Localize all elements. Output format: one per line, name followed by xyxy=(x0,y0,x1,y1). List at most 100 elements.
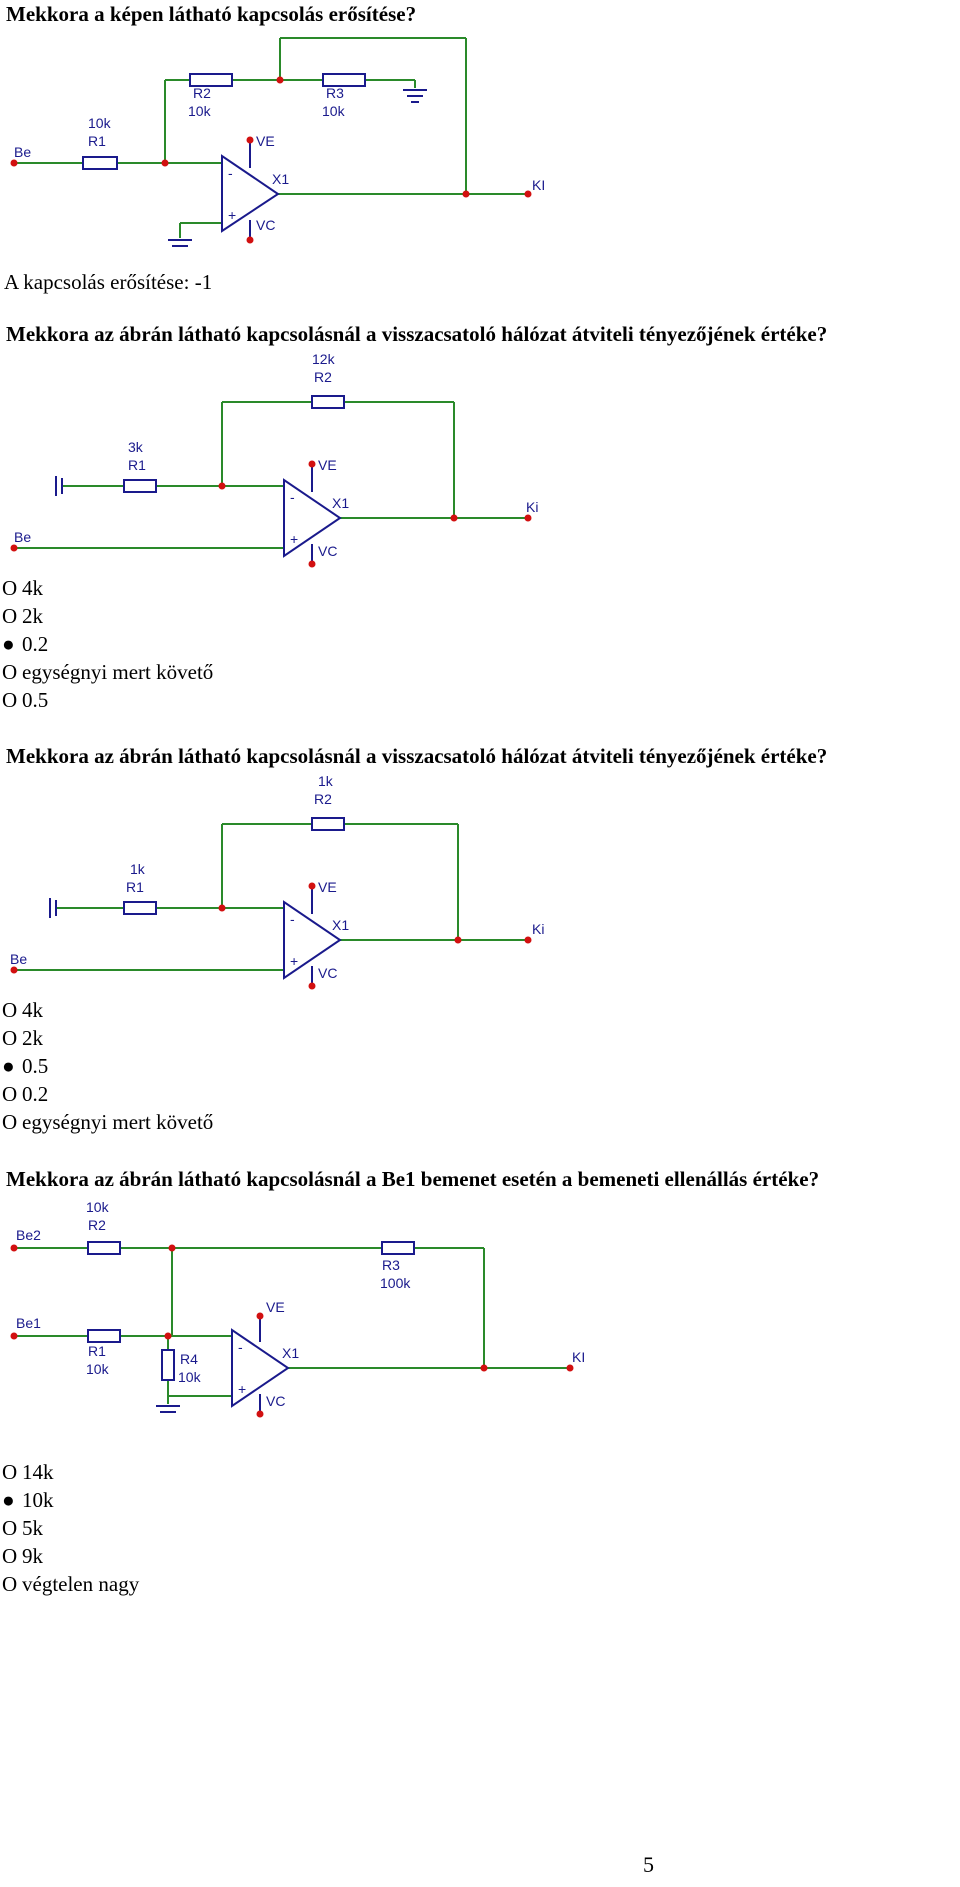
label-minus: - xyxy=(290,489,295,505)
label-input: Be xyxy=(10,951,27,967)
label-r1-value: 1k xyxy=(130,861,146,877)
radio-mark: ● xyxy=(2,1488,15,1512)
label-input: Be xyxy=(14,144,31,160)
option-label: 4k xyxy=(22,576,43,600)
label-r2-value: 10k xyxy=(86,1199,110,1215)
radio-mark: O xyxy=(2,604,18,628)
label-plus: + xyxy=(290,531,298,547)
radio-mark: O xyxy=(2,1082,18,1106)
label-minus: - xyxy=(238,1339,243,1355)
radio-mark: ● xyxy=(2,1054,15,1078)
option-label: 4k xyxy=(22,998,43,1022)
label-ve: VE xyxy=(318,457,337,473)
label-plus: + xyxy=(238,1381,246,1397)
radio-mark: O xyxy=(2,998,18,1022)
option-label: 9k xyxy=(22,1544,43,1568)
label-opamp: X1 xyxy=(272,171,289,187)
radio-mark: O xyxy=(2,688,18,712)
option-q3-3[interactable]: ● 0.5 xyxy=(2,1052,48,1080)
label-r2-name: R2 xyxy=(314,791,332,807)
label-r1-value: 10k xyxy=(88,115,112,131)
label-r1-name: R1 xyxy=(88,1343,106,1359)
option-q4-2[interactable]: ● 10k xyxy=(2,1486,54,1514)
radio-mark: O xyxy=(2,1516,18,1540)
label-r2-value: 1k xyxy=(318,774,334,789)
label-r2-name: R2 xyxy=(314,369,332,385)
option-q2-3[interactable]: ● 0.2 xyxy=(2,630,48,658)
radio-mark: ● xyxy=(2,632,15,656)
label-r2-name: R2 xyxy=(193,85,211,101)
radio-mark: O xyxy=(2,1110,18,1134)
option-label: egységnyi mert követő xyxy=(22,1110,214,1134)
label-minus: - xyxy=(290,911,295,927)
radio-mark: O xyxy=(2,1572,18,1596)
question-1: Mekkora a képen látható kapcsolás erősít… xyxy=(6,2,417,26)
label-r1-name: R1 xyxy=(128,457,146,473)
radio-mark: O xyxy=(2,1544,18,1568)
option-label: 0.5 xyxy=(22,688,49,712)
option-label: 2k xyxy=(22,1026,43,1050)
option-label: 5k xyxy=(22,1516,43,1540)
question-4: Mekkora az ábrán látható kapcsolásnál a … xyxy=(6,1167,820,1191)
label-input: Be xyxy=(14,529,31,545)
label-vc: VC xyxy=(318,543,337,559)
option-label: 0.2 xyxy=(22,632,49,656)
page-number: 5 xyxy=(643,1852,654,1877)
label-r2-value: 10k xyxy=(188,103,212,119)
option-label: 0.2 xyxy=(22,1082,49,1106)
label-plus: + xyxy=(228,207,236,223)
label-r3-value: 10k xyxy=(322,103,346,119)
option-label: 0.5 xyxy=(22,1054,49,1078)
label-r4-value: 10k xyxy=(178,1369,202,1385)
label-output: KI xyxy=(532,177,545,193)
label-opamp: X1 xyxy=(332,495,349,511)
circuit-diagram-4: Be2 10k R2 R3 100k Be1 R1 10k R4 10k VE … xyxy=(10,1199,585,1418)
label-r2-value: 12k xyxy=(312,352,336,367)
label-r3-value: 100k xyxy=(380,1275,411,1291)
circuit-diagram-3: 1k R2 1k R1 VE X1 VC - + Ki Be xyxy=(10,774,544,990)
question-3: Mekkora az ábrán látható kapcsolásnál a … xyxy=(6,744,828,768)
label-output: Ki xyxy=(526,499,538,515)
label-ve: VE xyxy=(266,1299,285,1315)
radio-mark: O xyxy=(2,660,18,684)
label-r3-name: R3 xyxy=(382,1257,400,1273)
label-ve: VE xyxy=(256,133,275,149)
answer-1: A kapcsolás erősítése: -1 xyxy=(4,270,213,294)
label-r1-name: R1 xyxy=(126,879,144,895)
label-input-1: Be1 xyxy=(16,1315,41,1331)
label-r1-name: R1 xyxy=(88,133,106,149)
label-vc: VC xyxy=(256,217,275,233)
label-opamp: X1 xyxy=(332,917,349,933)
option-label: 10k xyxy=(22,1488,54,1512)
label-r2-name: R2 xyxy=(88,1217,106,1233)
radio-mark: O xyxy=(2,1026,18,1050)
option-label: végtelen nagy xyxy=(22,1572,140,1596)
label-r3-name: R3 xyxy=(326,85,344,101)
label-output: KI xyxy=(572,1349,585,1365)
label-vc: VC xyxy=(266,1393,285,1409)
option-label: egységnyi mert követő xyxy=(22,660,214,684)
radio-mark: O xyxy=(2,576,18,600)
option-label: 2k xyxy=(22,604,43,628)
label-r4-name: R4 xyxy=(180,1351,198,1367)
label-r1-value: 3k xyxy=(128,439,144,455)
label-ve: VE xyxy=(318,879,337,895)
circuit-diagram-1: Be 10k R1 R2 10k R3 10k VE X1 VC - + KI xyxy=(10,37,545,247)
label-opamp: X1 xyxy=(282,1345,299,1361)
label-plus: + xyxy=(290,953,298,969)
label-vc: VC xyxy=(318,965,337,981)
circuit-diagram-2: 12k R2 3k R1 VE X1 VC - + Ki Be xyxy=(10,352,538,568)
radio-mark: O xyxy=(2,1460,18,1484)
